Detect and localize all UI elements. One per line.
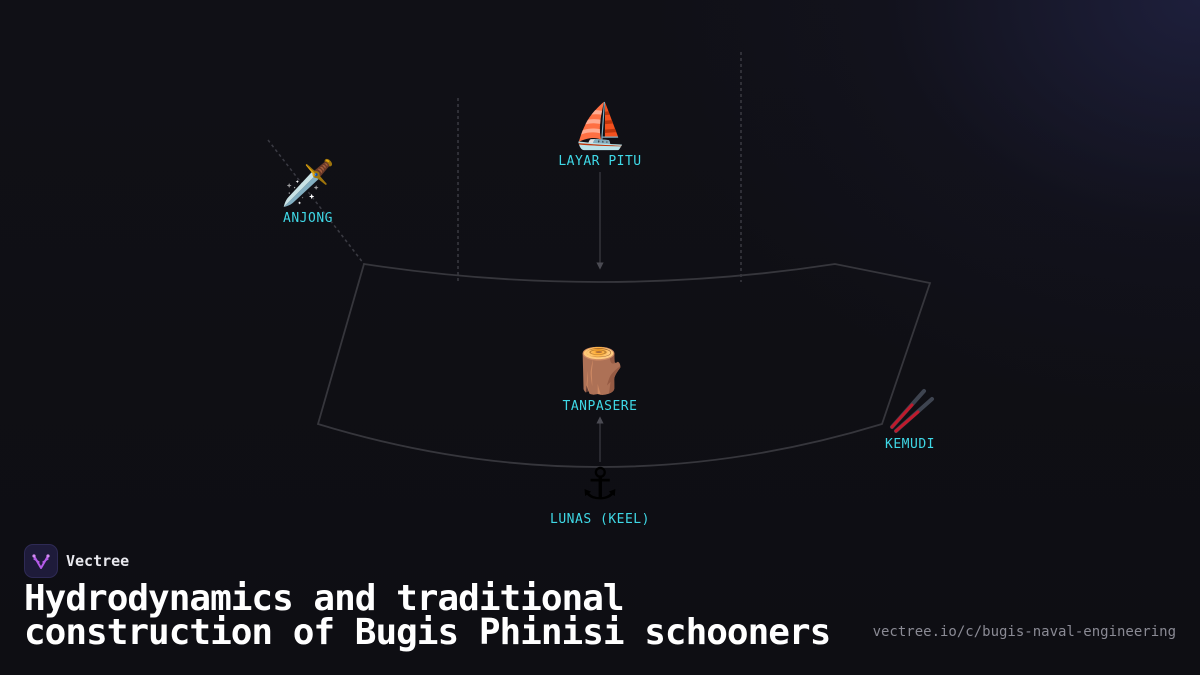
- node-label: LUNAS (KEEL): [550, 512, 650, 527]
- rudder-icon: [830, 385, 990, 435]
- node-anjong[interactable]: 🗡️ ANJONG: [228, 158, 388, 227]
- vectree-logo-icon: [24, 544, 58, 578]
- dagger-icon: 🗡️: [280, 158, 336, 209]
- node-tanpasere[interactable]: 🪵 TANPASERE: [520, 346, 680, 415]
- source-url[interactable]: vectree.io/c/bugis-naval-engineering: [872, 624, 1176, 640]
- brand-name: Vectree: [66, 552, 130, 570]
- node-lunas[interactable]: ⚓ LUNAS (KEEL): [520, 459, 680, 528]
- bowsprit-guide: [267, 139, 365, 265]
- node-label: KEMUDI: [885, 437, 935, 452]
- node-label: ANJONG: [283, 211, 333, 226]
- node-kemudi[interactable]: KEMUDI: [830, 385, 990, 452]
- anchor-icon: ⚓: [580, 459, 620, 510]
- sailboat-icon: ⛵: [572, 101, 628, 152]
- node-label: LAYAR PITU: [558, 154, 642, 169]
- node-layar-pitu[interactable]: ⛵ LAYAR PITU: [520, 101, 680, 170]
- brand[interactable]: Vectree: [24, 544, 129, 578]
- node-label: TANPASERE: [562, 399, 638, 414]
- page-title: Hydrodynamics and traditional constructi…: [24, 578, 831, 653]
- hull-outline: [316, 262, 932, 468]
- wood-log-icon: 🪵: [572, 346, 628, 397]
